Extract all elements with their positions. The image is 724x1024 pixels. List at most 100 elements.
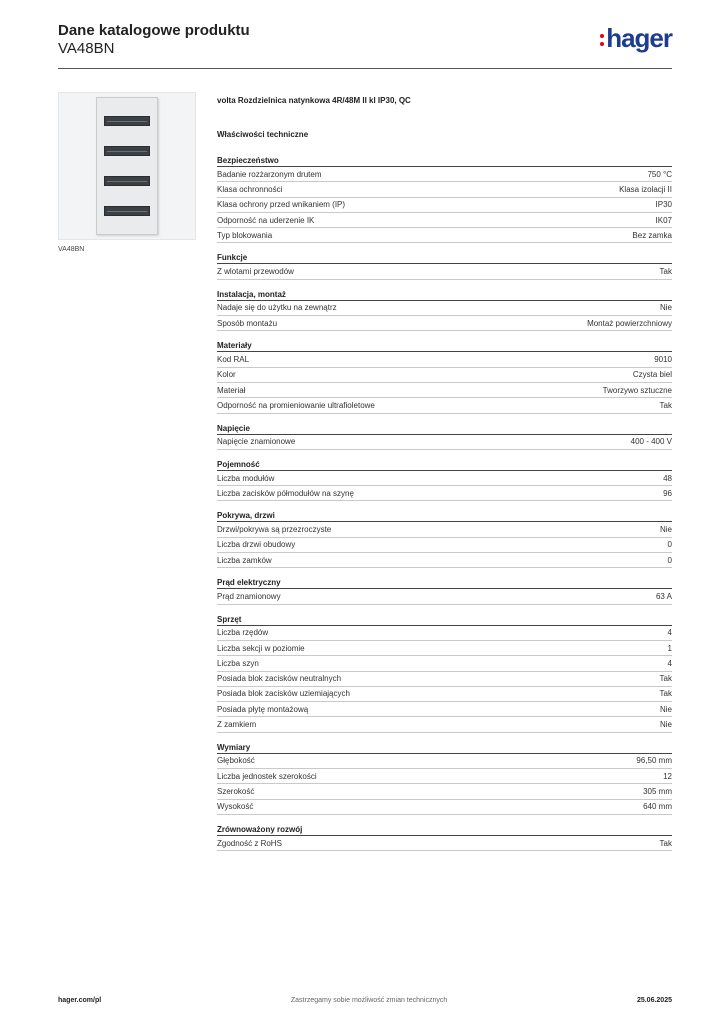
product-description: volta Rozdzielnica natynkowa 4R/48M II k…	[217, 96, 411, 105]
section-divider	[217, 433, 672, 435]
section-title: Materiały	[217, 341, 252, 351]
spec-label: Sposób montażu	[217, 318, 278, 328]
spec-label: Klasa ochronności	[217, 184, 283, 194]
spec-label: Głębokość	[217, 756, 255, 766]
section-title: Pojemność	[217, 459, 260, 469]
spec-row: Liczba szyn 4	[217, 656, 672, 672]
section-divider	[217, 624, 672, 626]
spec-label: Odporność na uderzenie IK	[217, 215, 315, 225]
technical-properties-heading: Właściwości techniczne	[217, 130, 309, 139]
footer-disclaimer: Zastrzegamy sobie możliwość zmian techni…	[290, 997, 448, 1004]
section-divider	[217, 166, 672, 167]
spec-row: Badanie rozżarzonym drutem 750 °C	[217, 167, 672, 183]
header-divider	[58, 68, 672, 69]
hager-logo: hager	[600, 23, 673, 53]
section-title: Napięcie	[217, 423, 250, 433]
spec-value: 400 - 400 V	[630, 437, 672, 447]
section-title: Sprzęt	[217, 614, 242, 624]
spec-label: Badanie rozżarzonym drutem	[217, 169, 322, 179]
spec-label: Klasa ochrony przed wnikaniem (IP)	[217, 200, 346, 210]
section-title: Wymiary	[217, 742, 251, 752]
section-title: Instalacja, montaż	[217, 289, 286, 299]
footer-website: hager.com/pl	[58, 997, 102, 1004]
spec-value: Klasa izolacji II	[619, 184, 672, 194]
section-divider	[217, 752, 672, 754]
spec-value: 640 mm	[643, 802, 672, 812]
spec-label: Liczba zacisków półmodułów na szynę	[217, 488, 354, 498]
spec-row: Liczba zacisków półmodułów na szynę 96	[217, 486, 672, 502]
spec-row: Materiał Tworzywo sztuczne	[217, 383, 672, 399]
rail-row	[104, 146, 150, 156]
spec-label: Posiada płytę montażową	[217, 704, 309, 714]
spec-value: 9010	[654, 355, 672, 365]
spec-label: Prąd znamionowy	[217, 591, 281, 601]
spec-row: Odporność na uderzenie IK IK07	[217, 213, 672, 229]
spec-value: Tak	[659, 400, 672, 410]
rail-row	[104, 176, 150, 186]
spec-label: Liczba sekcji w poziomie	[217, 643, 305, 653]
spec-value: Nie	[659, 704, 672, 714]
spec-value: 0	[667, 555, 672, 565]
spec-label: Drzwi/pokrywa są przezroczyste	[217, 525, 332, 535]
section-divider	[217, 834, 672, 836]
spec-value: 4	[667, 658, 672, 668]
spec-value: 48	[663, 473, 672, 483]
spec-row: Klasa ochronności Klasa izolacji II	[217, 182, 672, 198]
rail-row	[104, 206, 150, 216]
spec-label: Liczba szyn	[217, 658, 259, 668]
page-footer: hager.com/pl Zastrzegamy sobie możliwość…	[58, 997, 672, 1004]
spec-row: Drzwi/pokrywa są przezroczyste Nie	[217, 522, 672, 538]
spec-value: 63 A	[655, 591, 672, 601]
spec-row: Kolor Czysta biel	[217, 368, 672, 383]
spec-row: Posiada płytę montażową Nie	[217, 702, 672, 718]
spec-value: 96	[663, 488, 672, 498]
spec-value: Nie	[659, 720, 672, 730]
spec-value: IK07	[655, 215, 672, 225]
spec-value: Tak	[659, 689, 672, 699]
section-divider	[217, 521, 672, 523]
spec-value: 4	[667, 628, 672, 638]
spec-label: Posiada blok zacisków neutralnych	[217, 674, 342, 684]
product-code: VA48BN	[58, 40, 115, 57]
spec-value: Tworzywo sztuczne	[602, 385, 672, 395]
spec-value: Czysta biel	[632, 370, 672, 380]
spec-row: Napięcie znamionowe 400 - 400 V	[217, 435, 672, 450]
logo-text: hager	[606, 23, 673, 53]
section-title: Bezpieczeństwo	[217, 156, 279, 165]
spec-label: Liczba rzędów	[217, 628, 269, 638]
spec-label: Odporność na promieniowanie ultrafioleto…	[217, 400, 375, 410]
spec-row: Odporność na promieniowanie ultrafioleto…	[217, 398, 672, 414]
spec-value: Tak	[659, 674, 672, 684]
spec-value: Nie	[659, 525, 672, 535]
section-divider	[217, 263, 672, 265]
spec-value: 750 °C	[647, 169, 672, 179]
spec-label: Liczba drzwi obudowy	[217, 540, 296, 550]
spec-value: 305 mm	[643, 786, 672, 796]
spec-label: Liczba jednostek szerokości	[217, 771, 317, 781]
spec-label: Napięcie znamionowe	[217, 437, 296, 447]
spec-row: Liczba rzędów 4	[217, 626, 672, 641]
spec-label: Kolor	[217, 370, 236, 380]
spec-value: 1	[667, 643, 672, 653]
section-title: Funkcje	[217, 253, 248, 263]
spec-label: Materiał	[217, 385, 246, 395]
